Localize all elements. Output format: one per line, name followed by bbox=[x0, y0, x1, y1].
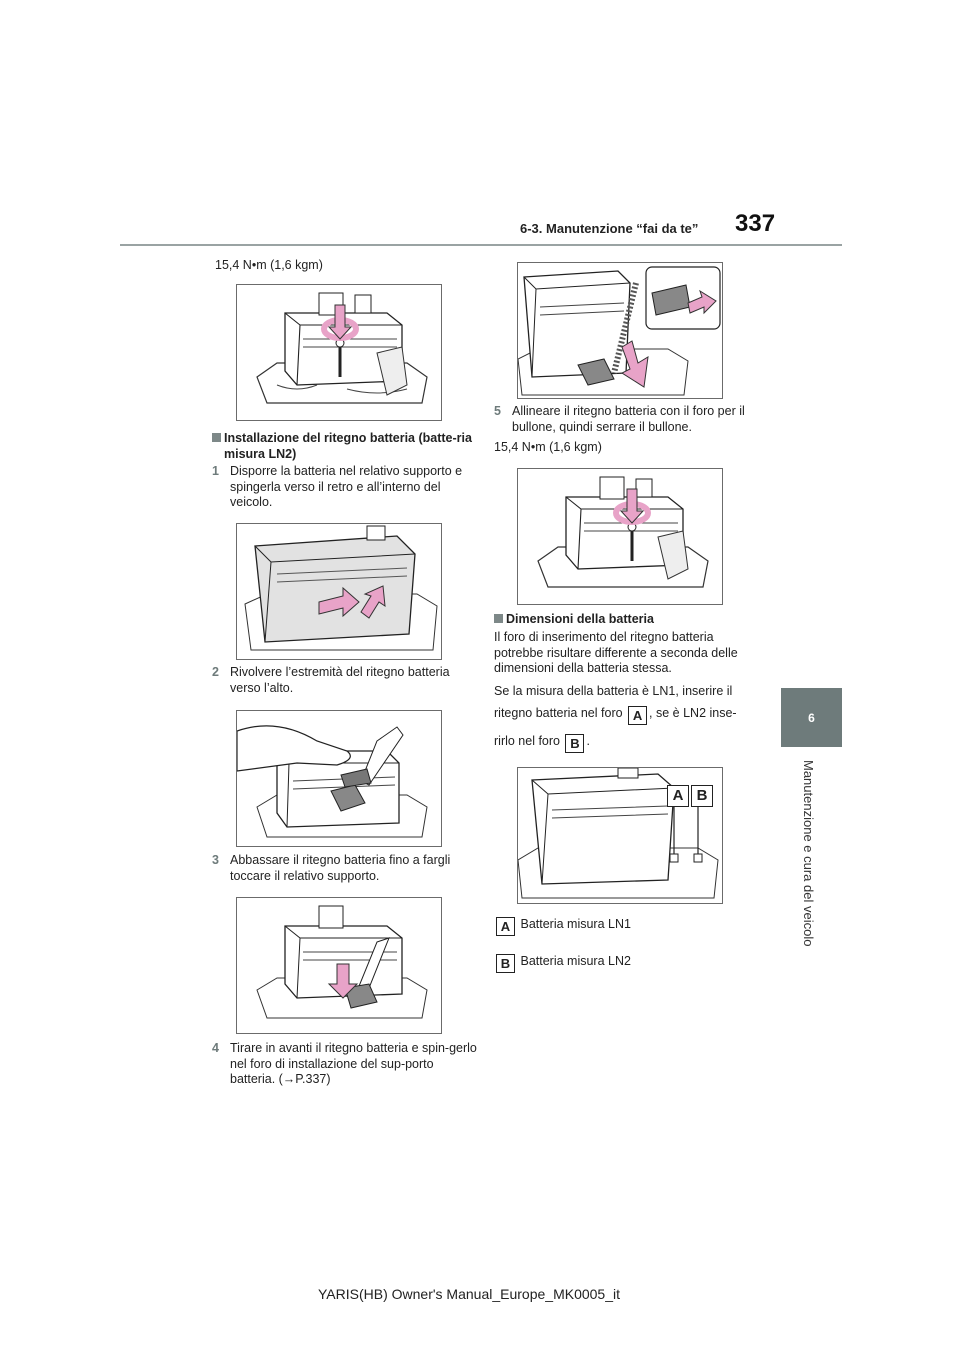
figure-label-b: B bbox=[691, 785, 713, 807]
legend-a-badge: A bbox=[496, 917, 515, 936]
label-b-badge: B bbox=[565, 734, 585, 753]
dimensions-paragraph-1: Il foro di inserimento del ritegno batte… bbox=[494, 630, 738, 675]
legend-a: A Batteria misura LN1 bbox=[494, 917, 750, 936]
figure-push-battery bbox=[236, 523, 442, 660]
dimensions-paragraph-2-line1: Se la misura della batteria è LN1, inser… bbox=[494, 684, 733, 698]
legend-b: B Batteria misura LN2 bbox=[494, 954, 750, 973]
page-number: 337 bbox=[735, 210, 776, 237]
figure-pull-retainer bbox=[517, 262, 723, 399]
figure-label-a: A bbox=[667, 785, 689, 807]
chapter-tab: 6 bbox=[781, 688, 842, 747]
torque-spec-1: 15,4 N•m (1,6 kgm) bbox=[215, 258, 323, 272]
section-heading-ln2: Installazione del ritegno batteria (batt… bbox=[212, 431, 476, 462]
torque-spec-2: 15,4 N•m (1,6 kgm) bbox=[494, 440, 602, 454]
dimensions-paragraph-2-line3: rirlo nel foro B. bbox=[494, 734, 590, 753]
figure-rotate-retainer bbox=[236, 710, 442, 847]
figure-tighten-bolt bbox=[236, 284, 442, 421]
chapter-label: Manutenzione e cura del veicolo bbox=[801, 760, 816, 947]
section-title: 6-3. Manutenzione “fai da te” bbox=[520, 221, 699, 236]
legend-b-badge: B bbox=[496, 954, 515, 973]
figure-battery-holes: A B bbox=[517, 767, 723, 904]
bullet-square-icon bbox=[212, 433, 221, 442]
dimensions-paragraph-2-line2: ritegno batteria nel foro A, se è LN2 in… bbox=[494, 706, 737, 725]
manual-footer: YARIS(HB) Owner's Manual_Europe_MK0005_i… bbox=[318, 1286, 620, 1302]
section-heading-dimensions: Dimensioni della batteria bbox=[494, 612, 760, 628]
label-a-badge: A bbox=[628, 706, 648, 725]
figure-tighten-bolt-2 bbox=[517, 468, 723, 605]
header-divider bbox=[120, 244, 842, 246]
bullet-square-icon bbox=[494, 614, 503, 623]
figure-lower-retainer bbox=[236, 897, 442, 1034]
